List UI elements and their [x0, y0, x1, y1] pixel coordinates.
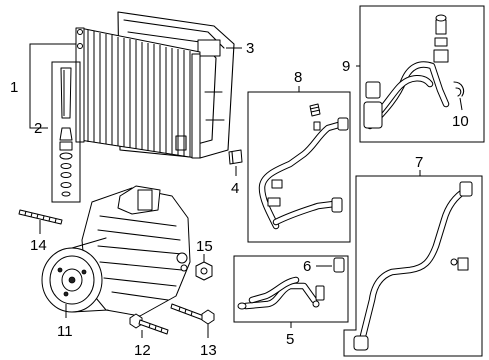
condenser [75, 11, 235, 159]
callout-4: 4 [231, 180, 239, 197]
callout-6: 6 [303, 258, 311, 275]
hose-box-9 [359, 5, 485, 143]
callout-13: 13 [200, 342, 217, 359]
condenser-fins [87, 30, 191, 157]
callout-11: 11 [57, 323, 73, 340]
callout-9: 9 [342, 58, 350, 75]
bolt-part-12 [129, 313, 169, 335]
hose-box-7 [343, 175, 483, 357]
hose-assembly-8 [258, 103, 349, 230]
clip-part [228, 149, 243, 176]
callout-bracket-1 [29, 43, 76, 129]
hose-assembly-5 [237, 257, 345, 310]
callout-15: 15 [196, 238, 213, 255]
hose-assembly-7 [353, 181, 473, 351]
callout-5: 5 [286, 331, 294, 348]
callout-7: 7 [415, 154, 423, 171]
dryer-kit-box [51, 61, 81, 203]
callout-14: 14 [30, 237, 47, 254]
compressor [41, 185, 191, 317]
callout-8: 8 [294, 69, 302, 86]
callout-10: 10 [452, 113, 469, 130]
callout-3: 3 [246, 40, 254, 57]
hose-box-8 [247, 91, 351, 243]
callout-1: 1 [10, 79, 18, 96]
bolt-part-13 [170, 303, 215, 325]
callout-12: 12 [134, 342, 151, 359]
leader-10 [459, 97, 463, 111]
stud-part [18, 209, 63, 225]
nut-part [195, 261, 213, 281]
dryer-desiccant-kit [59, 67, 73, 197]
hose-assembly-9 [363, 14, 465, 130]
callout-2: 2 [34, 120, 42, 137]
